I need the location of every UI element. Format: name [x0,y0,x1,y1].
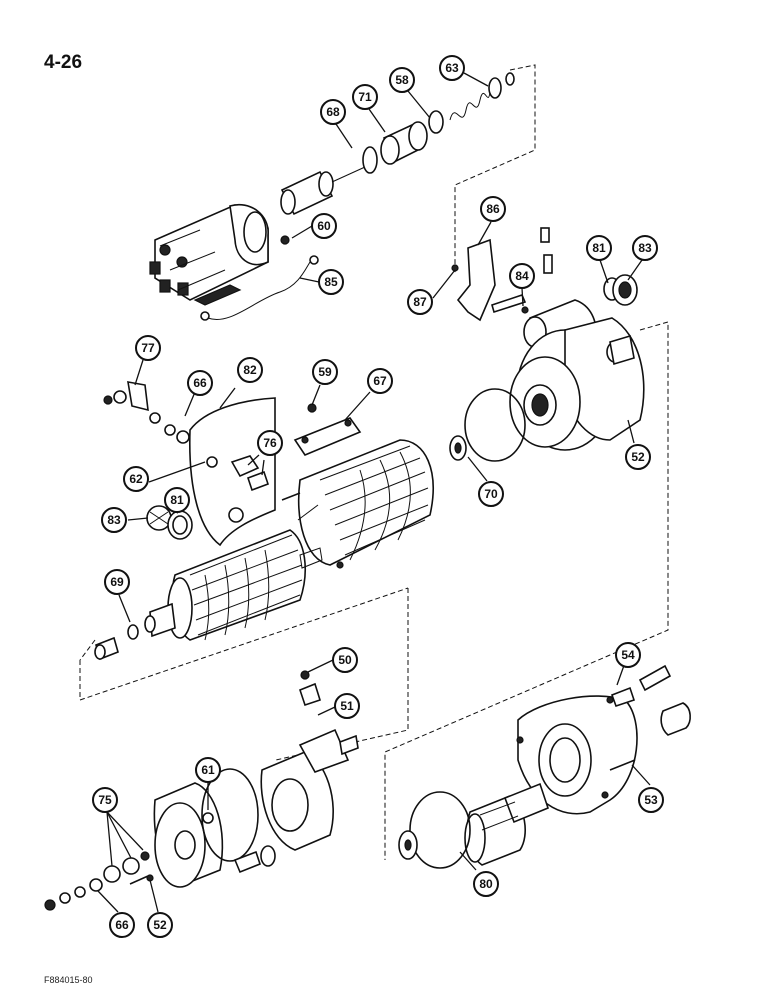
callout-68: 68 [320,99,346,125]
callout-69: 69 [104,569,130,595]
svg-text:63: 63 [445,61,459,75]
callout-80: 80 [473,871,499,897]
svg-text:86: 86 [486,202,500,216]
callout-86: 86 [480,196,506,222]
svg-text:77: 77 [141,341,155,355]
svg-text:67: 67 [373,374,387,388]
svg-text:52: 52 [153,918,167,932]
svg-text:81: 81 [592,241,606,255]
svg-text:61: 61 [201,763,215,777]
armature [144,504,323,641]
svg-text:62: 62 [129,472,143,486]
callout-67: 67 [367,368,393,394]
callout-84: 84 [509,263,535,289]
callout-51: 51 [334,693,360,719]
svg-text:50: 50 [338,653,352,667]
callout-53: 53 [638,787,664,813]
svg-text:87: 87 [413,295,427,309]
svg-text:66: 66 [193,376,207,390]
page-number: 4-26 [44,52,83,73]
callout-58: 58 [389,67,415,93]
callout-81-upper: 81 [586,235,612,261]
small-parts-left [94,381,301,661]
callout-50: 50 [332,647,358,673]
callout-52-upper: 52 [625,444,651,470]
callout-52-lower: 52 [147,912,173,938]
solenoid-assembly [149,203,269,306]
svg-text:75: 75 [98,793,112,807]
callout-71: 71 [352,84,378,110]
svg-text:58: 58 [395,73,409,87]
leader-lines [97,72,651,913]
small-hardware-lower [44,851,154,911]
callout-70: 70 [478,481,504,507]
callout-61: 61 [195,757,221,783]
svg-text:70: 70 [484,487,498,501]
callout-85: 85 [318,269,344,295]
svg-text:76: 76 [263,436,277,450]
shift-lever [451,227,553,322]
callout-83-upper: 83 [632,235,658,261]
svg-text:83: 83 [638,241,652,255]
callout-87: 87 [407,289,433,315]
svg-text:82: 82 [243,363,257,377]
seals-middle [449,388,526,462]
callout-83-lower: 83 [101,507,127,533]
callout-54: 54 [615,642,641,668]
commutator-end-frame [153,670,359,888]
callout-60: 60 [311,213,337,239]
callout-62: 62 [123,466,149,492]
drive-housing-lower [398,664,691,869]
svg-text:69: 69 [110,575,124,589]
lead-wire [200,235,319,321]
svg-text:53: 53 [644,793,658,807]
svg-text:85: 85 [324,275,338,289]
svg-text:59: 59 [318,365,332,379]
svg-text:83: 83 [107,513,121,527]
svg-text:54: 54 [621,648,635,662]
svg-text:84: 84 [515,269,529,283]
svg-text:80: 80 [479,877,493,891]
callout-77: 77 [135,335,161,361]
callout-66-lower: 66 [109,912,135,938]
svg-text:71: 71 [358,90,372,104]
svg-text:52: 52 [631,450,645,464]
field-frame [188,397,362,547]
callout-66-upper: 66 [187,370,213,396]
svg-text:60: 60 [317,219,331,233]
drive-end-housing [509,274,645,451]
callout-82: 82 [237,357,263,383]
plunger-parts [280,72,515,216]
callout-59: 59 [312,359,338,385]
svg-text:66: 66 [115,918,129,932]
svg-text:81: 81 [170,493,184,507]
callout-81-lower: 81 [164,487,190,513]
figure-code: F884015-80 [44,975,93,985]
svg-text:51: 51 [340,699,354,713]
callout-76: 76 [257,430,283,456]
callout-75: 75 [92,787,118,813]
svg-text:68: 68 [326,105,340,119]
callout-63: 63 [439,55,465,81]
